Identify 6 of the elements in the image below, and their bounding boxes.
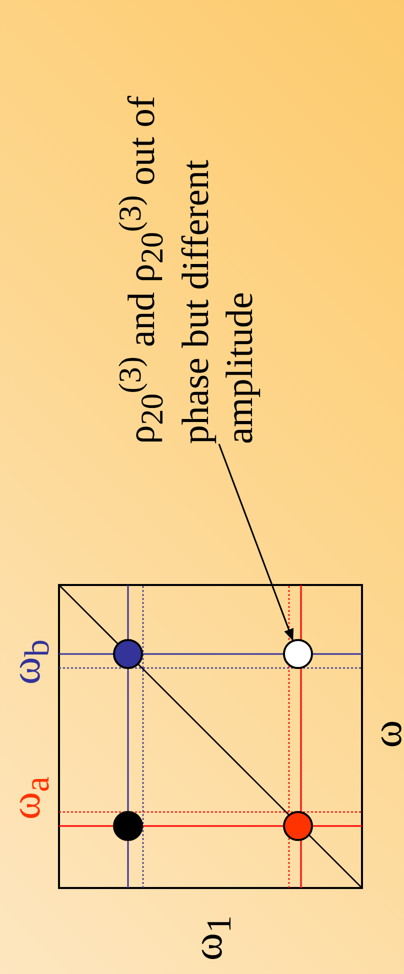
point-marker xyxy=(283,811,313,841)
point-marker xyxy=(113,639,143,669)
axis-label: ω xyxy=(367,720,404,748)
point-marker xyxy=(113,811,143,841)
point-marker xyxy=(283,639,313,669)
arrow xyxy=(218,444,294,641)
